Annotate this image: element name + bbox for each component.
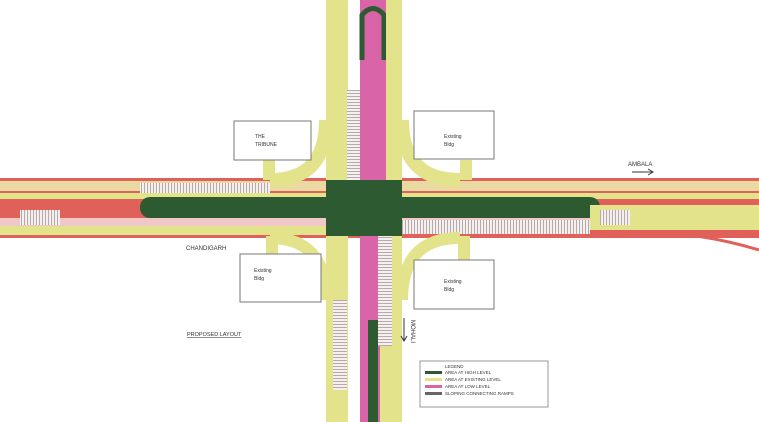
ramp-east [600,210,630,225]
connector-tribune [263,160,275,180]
legend-item-existing: AREA AT EXISTING LEVEL [445,377,501,382]
tribune-label-1: THE [255,134,266,140]
legend: LEGEND AREA AT HIGH LEVEL AREA AT EXISTI… [419,360,549,408]
building-sw: Existing Bldg [239,253,322,303]
corner-curve-se [396,232,461,301]
building-se: Existing Bldg [413,259,495,310]
high-level-uturn-north [359,6,387,60]
high-level-south [368,320,378,422]
east-slip-road [639,230,759,252]
building-ne: Existing Bldg [413,110,495,160]
ambala-arrow-icon [632,168,654,176]
legend-swatch-ramps [425,392,442,395]
legend-item-high: AREA AT HIGH LEVEL [445,370,492,375]
north-south-road [269,0,461,422]
ramp-north [140,183,270,193]
legend-swatch-high [425,371,442,374]
ramp-south-vertical-right [378,236,392,346]
existing-level-east-lanes-vertical [386,0,402,180]
proposed-layout-title: PROPOSED LAYOUT [187,332,242,338]
existing-level-west-lanes [326,0,348,180]
corner-curve-nw [269,119,333,187]
corner-curve-ne [395,119,461,187]
legend-swatch-low [425,385,442,388]
ramp-west [20,210,60,225]
connector-ne [460,160,472,180]
building-sw-label-1: Existing [254,268,272,274]
junction-center [326,180,402,236]
chandigarh-label: CHANDIGARH [186,246,226,252]
ambala-label: AMBALA [628,162,652,168]
ramp-south [400,220,590,234]
legend-item-ramps: SLOPING CONNECTING RAMPS [445,391,514,396]
building-sw-label-2: Bldg [254,276,264,282]
ramp-north-vertical [347,90,361,180]
building-ne-label-1: Existing [444,134,462,140]
mohali-arrow-icon [400,318,408,342]
connector-sw [266,236,278,254]
building-se-label-2: Bldg [444,287,454,293]
building-tribune: THE TRIBUNE [233,120,312,161]
mohali-label: MOHALI [409,320,415,343]
building-se-label-1: Existing [444,279,462,285]
legend-title: LEGEND [445,364,464,369]
tribune-label-2: TRIBUNE [255,142,278,148]
building-ne-label-2: Bldg [444,142,454,148]
existing-level-south-lanes [0,226,400,235]
ramp-south-vertical-left [333,300,347,390]
legend-item-low: AREA AT LOW LEVEL [445,384,491,389]
connector-se [458,236,470,260]
legend-swatch-existing [425,378,442,381]
